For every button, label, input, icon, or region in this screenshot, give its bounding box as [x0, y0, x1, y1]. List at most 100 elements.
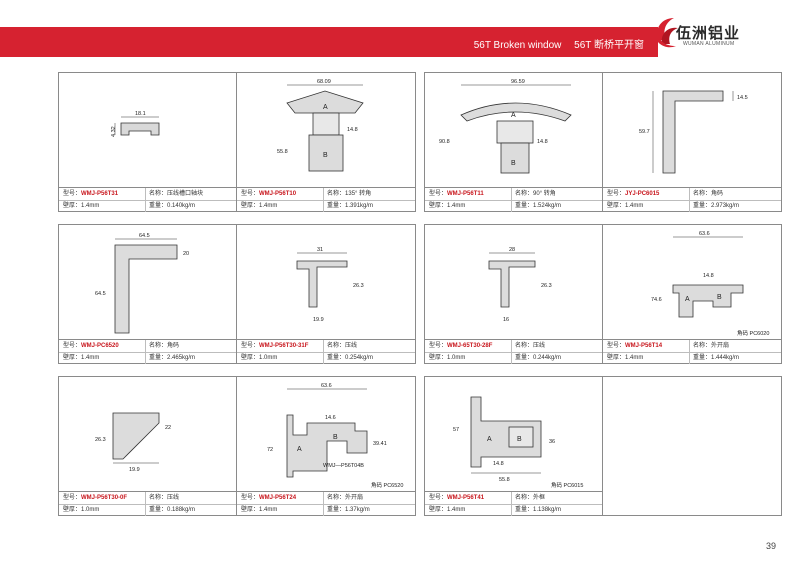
dim-label: 18.1: [135, 111, 146, 117]
slogan-line-1: AIM HIGHLY AND: [80, 61, 131, 67]
model-value: WMJ-P56T24: [259, 495, 297, 501]
chamber-label: A: [685, 296, 690, 303]
product-card: A B 63.6 14.6 72 39.41 WMJ—P56T04B 角码 PC…: [236, 376, 416, 516]
profile-drawing: A B 57 14.8 55.8 36: [453, 396, 555, 483]
name-value: 压线槽口轴块: [167, 191, 204, 197]
name-label: 名称：: [149, 495, 168, 501]
dim-label: 59.7: [639, 129, 650, 135]
brand-name-en: WUMAN ALUMINUM: [683, 41, 735, 47]
wall-label: 壁厚：: [63, 507, 82, 513]
dim-label: 14.8: [537, 139, 548, 145]
model-label: 型号：: [63, 191, 82, 197]
wall-value: 1.0mm: [447, 355, 466, 361]
title-en: 56T Broken window: [473, 40, 562, 51]
dim-label: 28: [509, 247, 515, 253]
profile-drawing: 28 26.3 16: [488, 247, 552, 323]
dim-label: 14.8: [493, 461, 504, 467]
wall-value: 1.4mm: [81, 203, 100, 209]
weight-value: 0.254kg/m: [345, 355, 374, 361]
name-label: 名称：: [693, 191, 712, 197]
model-label: 型号：: [607, 191, 626, 197]
chamber-label: A: [297, 446, 302, 453]
weight-value: 1.37kg/m: [345, 507, 370, 513]
wall-value: 1.4mm: [259, 203, 278, 209]
name-label: 名称：: [515, 191, 534, 197]
wall-label: 壁厚：: [241, 355, 260, 361]
wall-label: 壁厚：: [241, 507, 260, 513]
model-label: 型号：: [63, 343, 82, 349]
weight-value: 0.188kg/m: [167, 507, 196, 513]
name-value: 外开扇: [345, 495, 364, 501]
name-value: 压线: [533, 343, 546, 349]
weight-value: 2.465kg/m: [167, 355, 196, 361]
wall-value: 1.4mm: [81, 355, 100, 361]
name-label: 名称：: [515, 495, 534, 501]
weight-label: 重量：: [327, 203, 346, 209]
profile-drawing: 14.5 59.7: [639, 90, 748, 174]
corner-note: 角码 PC6020: [737, 331, 770, 337]
dim-label: 14.8: [703, 273, 714, 279]
name-value: 压线: [167, 495, 180, 501]
dim-label: 57: [453, 427, 459, 433]
page-title: 56T Broken window 56T 断桥平开窗: [474, 36, 644, 51]
wall-label: 壁厚：: [429, 507, 448, 513]
wall-value: 1.4mm: [447, 507, 466, 513]
wall-label: 壁厚：: [63, 203, 82, 209]
brand-name: 伍洲铝业: [676, 25, 741, 42]
slogan-line-2: STRIVE HARD WITHOUT ANY PAUSE: [80, 68, 185, 74]
name-value: 压线: [345, 343, 358, 349]
model-value: WMJ-P56T11: [447, 191, 484, 197]
dim-label: 63.6: [699, 231, 710, 237]
dim-label: 36: [549, 439, 555, 445]
name-value: 角码: [167, 343, 180, 349]
model-label: 型号：: [607, 343, 626, 349]
profile-drawing: A B 68.09 14.8 55.8: [277, 79, 364, 172]
wall-label: 壁厚：: [63, 355, 82, 361]
model-value: WMJ-P56T41: [447, 495, 485, 501]
profile-drawing: A B 63.6 14.8 74.6: [651, 231, 744, 318]
name-label: 名称：: [693, 343, 712, 349]
profile-drawing: A B 63.6 14.6 72 39.41: [267, 383, 387, 478]
model-label: 型号：: [241, 191, 260, 197]
dim-label: 22: [165, 425, 171, 431]
weight-value: 1.391kg/m: [345, 203, 374, 209]
name-value: 135° 转角: [345, 191, 372, 197]
wall-label: 壁厚：: [241, 203, 260, 209]
dim-label: 96.59: [511, 79, 525, 85]
dim-label: 19.9: [129, 467, 140, 473]
page-number: 39: [765, 541, 776, 551]
weight-value: 2.973kg/m: [711, 203, 740, 209]
wall-value: 1.0mm: [81, 507, 100, 513]
model-value: WMJ-P56T10: [259, 191, 297, 197]
model-label: 型号：: [63, 495, 82, 501]
name-value: 角码: [711, 191, 724, 197]
profile-drawing: 26.3 22 19.9: [95, 412, 171, 473]
brand-logo-icon: [654, 18, 678, 48]
dim-label: 31: [317, 247, 323, 253]
model-label: 型号：: [241, 495, 260, 501]
dim-label: 68.09: [317, 79, 331, 85]
weight-label: 重量：: [515, 203, 534, 209]
dim-label: 19.9: [313, 317, 324, 323]
title-cn: 56T 断桥平开窗: [574, 40, 644, 51]
dim-label: 72: [267, 447, 273, 453]
model-label: 型号：: [241, 343, 260, 349]
model-value: WMJ-P56T30-31F: [259, 343, 309, 349]
dim-label: 90.8: [439, 139, 450, 145]
model-value: JYJ-PC6015: [625, 191, 660, 197]
part-label: WMJ—P56T04B: [323, 463, 364, 469]
wall-label: 壁厚：: [429, 355, 448, 361]
